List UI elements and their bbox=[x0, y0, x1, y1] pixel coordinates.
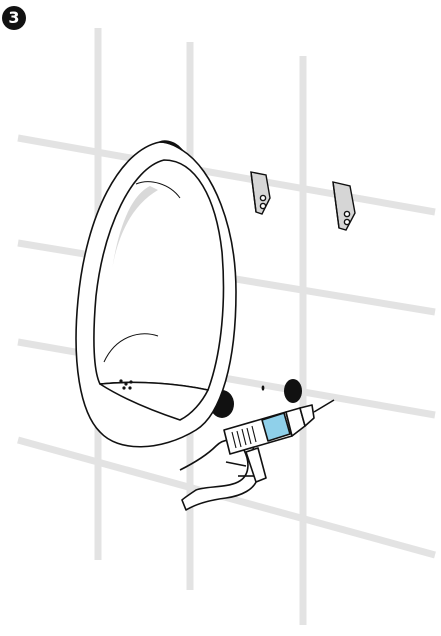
drilled-hole bbox=[284, 379, 302, 403]
right-wall-bracket-icon bbox=[333, 182, 355, 230]
step-number-badge: 3 bbox=[2, 6, 26, 30]
power-drill-icon bbox=[224, 400, 334, 482]
grid-line bbox=[18, 138, 435, 212]
pilot-hole bbox=[262, 385, 265, 390]
left-wall-bracket-icon bbox=[251, 172, 270, 214]
